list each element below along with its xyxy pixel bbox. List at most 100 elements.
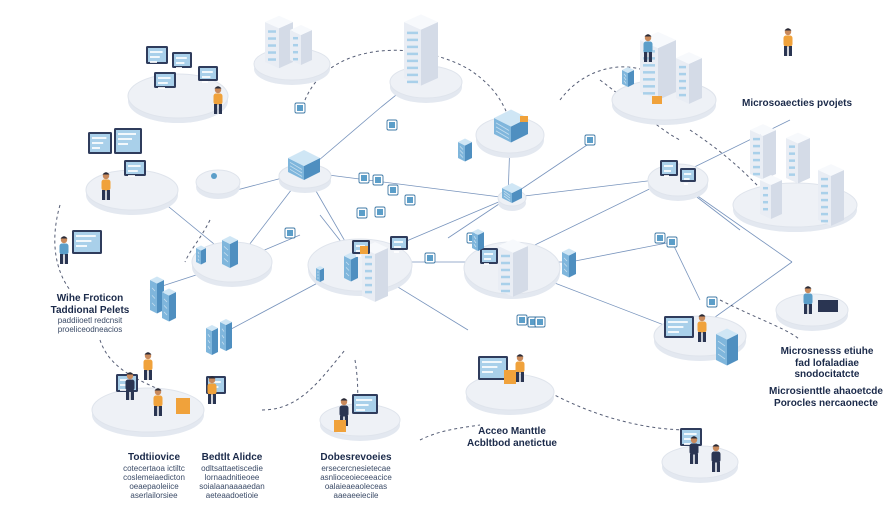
api-rack-icon: [472, 229, 484, 251]
bottom-label-1-line2: coslemeiaedicton: [123, 472, 185, 482]
gateway-rack-icon: [458, 138, 472, 162]
left-server-stack-a: [150, 276, 164, 314]
tower-building-b: [786, 132, 810, 184]
microservices-title-text: Microsoaecties pvojets: [742, 98, 853, 109]
left-label-block: Wihe Froticon Taddional Pelets paddiioet…: [36, 293, 144, 334]
bottom-center-label: Acceo Manttle Acbltbod anetictue: [462, 426, 562, 449]
dashed-connector: [304, 49, 511, 121]
dashed-connector: [261, 349, 346, 411]
bottom-right-person-b: [711, 444, 721, 472]
control-rack-icon: [716, 328, 738, 366]
orange-package-icon: [360, 246, 368, 254]
datacenter-platform: [253, 15, 331, 85]
hub-node: [278, 150, 332, 193]
right-label-1-line1: Microsnesss etiuhe: [780, 346, 874, 357]
bottom-label-1-line1: cotecertaoa ictiltc: [123, 463, 185, 473]
left-label-line2: Taddional Pelets: [50, 304, 130, 316]
microservice-widget-icon: [584, 134, 596, 146]
microservice-widget-icon: [372, 174, 384, 186]
tower-building-c: [818, 164, 844, 226]
gateway-server-icon: [494, 109, 528, 143]
team-person-b: [125, 372, 135, 400]
presenter-person: [783, 28, 793, 56]
bottom-label-3-line3: oalaieaeaoleceas: [324, 481, 388, 491]
storage-rack-icon: [196, 245, 206, 265]
microservice-widget-icon: [516, 314, 528, 326]
office-platform: [611, 31, 717, 125]
connector-line: [569, 241, 673, 263]
dashed-connector: [54, 204, 71, 291]
dashed-connector: [419, 424, 481, 441]
core-platform: [307, 236, 413, 302]
bottom-label-2-line1: odltsattaetiscedie: [201, 463, 263, 473]
seated-worker-person: [803, 286, 813, 314]
microservice-widget-icon: [386, 119, 398, 131]
connector-line: [671, 241, 701, 301]
control-panel-platform: [653, 314, 747, 366]
dashed-connector: [719, 299, 801, 341]
dashed-connector: [544, 389, 691, 431]
relay-box-icon: [502, 183, 522, 203]
storage-server-icon: [222, 236, 238, 268]
storage-platform: [191, 236, 273, 287]
microservice-widget-icon: [284, 227, 296, 239]
bottom-desk-platform: [319, 394, 401, 441]
right-label-block-2: Microsienttle ahaoetcde Porocles nercaon…: [762, 386, 890, 409]
relay-node: [497, 183, 527, 211]
developer-person: [213, 86, 223, 114]
right-label-2-line1: Microsienttle ahaoetcde: [769, 386, 883, 397]
worker-person: [643, 34, 653, 62]
hub-server-icon: [288, 150, 320, 180]
microservice-widget-icon: [374, 206, 386, 218]
tower-building-a: [750, 124, 776, 180]
microservice-widget-icon: [356, 207, 368, 219]
datacenter-building: [265, 15, 293, 69]
microservice-widget-icon: [387, 184, 399, 196]
team-person-d: [207, 376, 217, 404]
server-tower-building: [404, 14, 438, 86]
bottom-label-2-title: Bedtlt Alidce: [201, 452, 263, 463]
microservice-widget-icon: [666, 236, 678, 248]
left-label-line4: proeliceodneacios: [57, 325, 123, 335]
bottom-label-2-line4: aeteaadoetioie: [205, 491, 259, 501]
analyst-person: [101, 172, 111, 200]
left-server-stack-d: [220, 319, 232, 351]
gateway-platform: [458, 109, 545, 162]
connector-line: [507, 177, 673, 199]
microservice-widget-icon: [294, 102, 306, 114]
microservice-widget-icon: [654, 232, 666, 244]
right-workstation-platform: [775, 286, 849, 331]
bottom-label-3-line2: asnlioceoieceeacice: [320, 472, 392, 482]
left-label-line3: paddiioetl redcnsit: [57, 316, 123, 325]
service-platform: [647, 160, 709, 201]
presenter-left-person: [59, 236, 69, 264]
bottom-label-1: Todtiiovice cotecertaoa ictiltc coslemei…: [108, 452, 200, 500]
microservice-widget-icon: [404, 194, 416, 206]
team-person-c: [153, 388, 163, 416]
bottom-label-3-title: Dobesrevoeies: [320, 452, 392, 463]
bottom-label-3: Dobesrevoeies ersecercnesietecae asnlioc…: [306, 452, 406, 500]
left-server-stack-c: [206, 325, 218, 355]
bottom-label-2-line3: soialaanaaaaedan: [199, 481, 265, 491]
server-tower-platform: [389, 14, 463, 103]
left-label-line1: Wihe Froticon: [56, 293, 124, 304]
microservice-widget-icon: [358, 172, 370, 184]
right-label-block-1: Microsnesss etiuhe fad lofaladiae snodoc…: [768, 346, 886, 381]
diagram-nodes: [59, 14, 858, 483]
bottom-label-2: Bedtlt Alidce odltsattaetiscedie lornaad…: [186, 452, 278, 500]
bottom-right-platform: [661, 428, 739, 483]
api-building: [498, 239, 528, 297]
tower-building-d: [760, 175, 782, 219]
bottom-center-line2: Acbltbod anetictue: [466, 437, 557, 449]
right-label-1-line3: snodocitatcte: [794, 369, 860, 380]
developer-desk-platform: [127, 46, 229, 123]
team-workspace-platform: [91, 352, 226, 437]
microservice-widget-icon: [424, 252, 436, 264]
bottom-right-person: [689, 436, 699, 464]
microservice-widget-icon: [706, 296, 718, 308]
team-person-a: [143, 352, 153, 380]
bottom-label-1-line3: oeaepaoleiice: [129, 481, 179, 491]
monitoring-platform: [465, 354, 555, 415]
microservices-platform: [732, 124, 858, 232]
